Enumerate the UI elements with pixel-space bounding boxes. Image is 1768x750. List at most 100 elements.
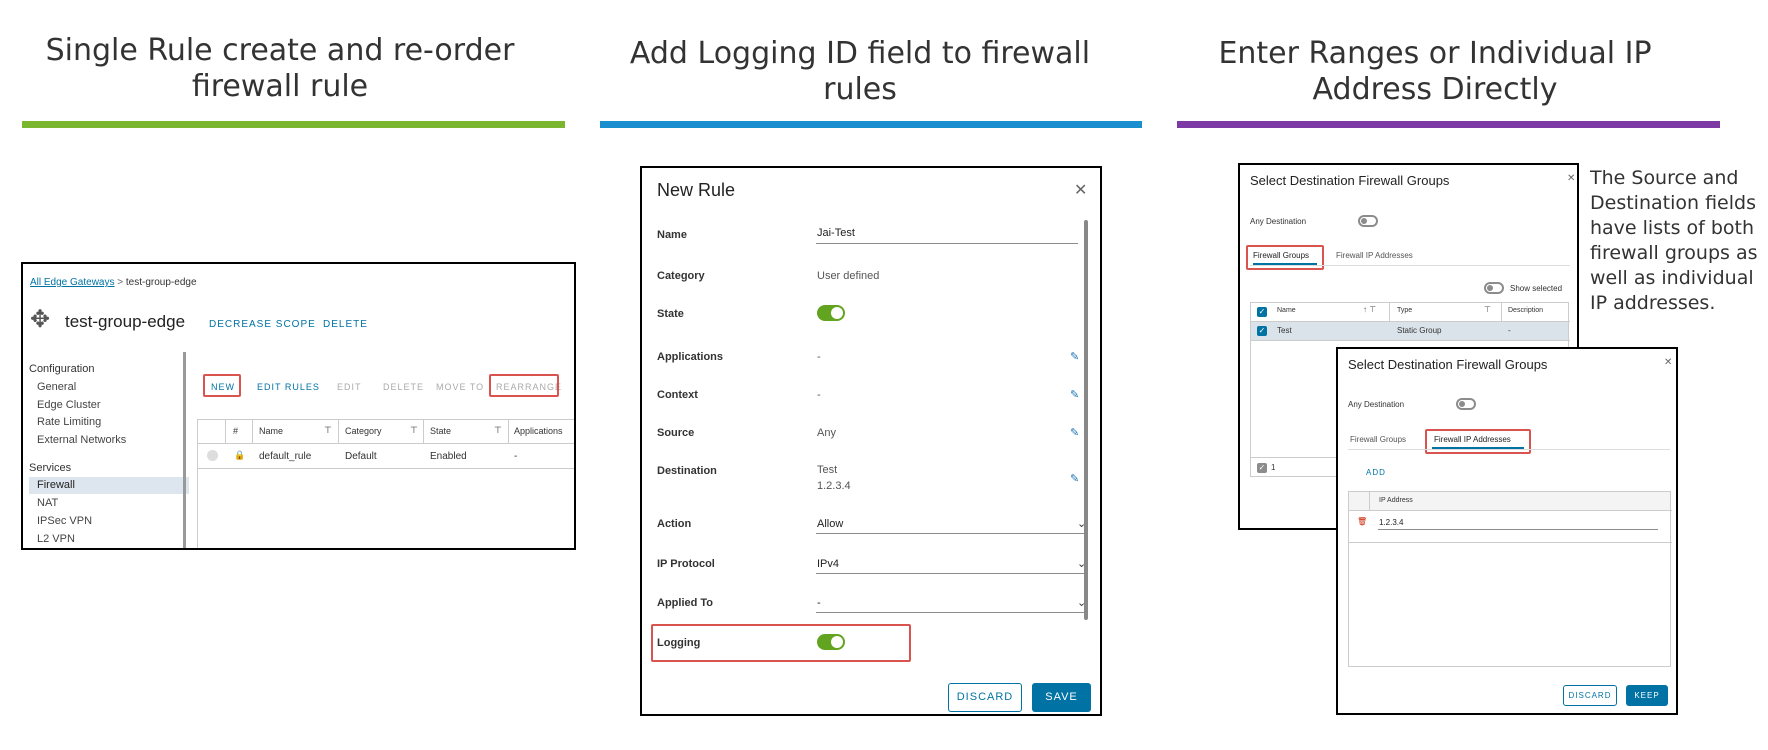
filter-icon[interactable]: ⊤ bbox=[324, 425, 332, 435]
filter-icon[interactable]: ⊤ bbox=[494, 425, 502, 435]
tab-firewall-groups[interactable]: Firewall Groups bbox=[1350, 435, 1407, 444]
add-ip-button[interactable]: ADD bbox=[1366, 468, 1386, 477]
sidebar-item-nat[interactable]: NAT bbox=[37, 497, 59, 509]
applications-label: Applications bbox=[657, 351, 724, 363]
ip-address-input[interactable]: 1.2.3.4 bbox=[1379, 518, 1404, 527]
select-all-checkbox[interactable]: ✓ bbox=[1257, 307, 1267, 317]
close-icon[interactable]: ✕ bbox=[1567, 173, 1576, 184]
column-title-logging: Add Logging ID field to firewall rules bbox=[629, 36, 1091, 107]
firewall-ip-tab-highlight bbox=[1425, 429, 1531, 454]
side-note: The Source and Destination fields have l… bbox=[1590, 167, 1758, 314]
applied-to-select[interactable]: - bbox=[817, 597, 821, 609]
rearrange-button[interactable]: REARRANGE bbox=[496, 382, 563, 392]
dialog-title: Select Destination Firewall Groups bbox=[1250, 173, 1450, 188]
edit-applications-icon[interactable]: ✎ bbox=[1070, 351, 1080, 363]
ip-protocol-select[interactable]: IPv4 bbox=[817, 558, 840, 570]
keep-button[interactable]: KEEP bbox=[1626, 685, 1668, 706]
action-select[interactable]: Allow bbox=[817, 518, 844, 530]
ip-table: IP Address 🗑 1.2.3.4 bbox=[1348, 491, 1672, 667]
chevron-down-icon[interactable]: ⌄ bbox=[1077, 597, 1087, 609]
row-applications: - bbox=[514, 451, 518, 462]
state-label: State bbox=[657, 308, 684, 320]
col-state[interactable]: State bbox=[430, 426, 452, 436]
column-bar-purple bbox=[1177, 121, 1720, 128]
col-name[interactable]: Name bbox=[259, 426, 284, 436]
row-category: Default bbox=[345, 451, 377, 462]
context-value: - bbox=[817, 389, 821, 401]
tab-firewall-ip-addresses[interactable]: Firewall IP Addresses bbox=[1434, 435, 1511, 444]
lock-icon: 🔒 bbox=[234, 450, 246, 460]
col-description[interactable]: Description bbox=[1508, 307, 1544, 314]
action-label: Action bbox=[657, 518, 692, 530]
sidebar-item-rate-limiting[interactable]: Rate Limiting bbox=[37, 416, 102, 428]
tab-firewall-groups[interactable]: Firewall Groups bbox=[1253, 251, 1310, 260]
breadcrumb-link[interactable]: All Edge Gateways bbox=[30, 277, 115, 288]
logging-label: Logging bbox=[657, 637, 701, 649]
decrease-scope-button[interactable]: DECREASE SCOPE bbox=[209, 319, 316, 330]
rules-table: # Name ⊤ Category ⊤ State ⊤ Applications… bbox=[197, 419, 574, 548]
row-radio[interactable] bbox=[207, 450, 218, 461]
any-destination-toggle[interactable] bbox=[1358, 215, 1378, 227]
page-title: test-group-edge bbox=[65, 312, 186, 331]
sidebar-item-edge-cluster[interactable]: Edge Cluster bbox=[37, 399, 101, 411]
dialog-title: New Rule bbox=[657, 180, 736, 200]
tab-firewall-ip-addresses[interactable]: Firewall IP Addresses bbox=[1336, 251, 1413, 260]
column-bar-blue bbox=[600, 121, 1142, 128]
any-destination-toggle[interactable] bbox=[1456, 398, 1476, 410]
discard-button[interactable]: DISCARD bbox=[1563, 685, 1617, 706]
edit-source-icon[interactable]: ✎ bbox=[1070, 427, 1080, 439]
sidebar-item-l2-vpn[interactable]: L2 VPN bbox=[37, 533, 75, 545]
config-heading: Configuration bbox=[29, 363, 95, 375]
sidebar-scrollbar[interactable] bbox=[183, 352, 186, 548]
sidebar-item-firewall-active[interactable] bbox=[29, 477, 189, 494]
ip-protocol-label: IP Protocol bbox=[657, 558, 715, 570]
sidebar-item-firewall[interactable]: Firewall bbox=[37, 479, 75, 491]
edit-context-icon[interactable]: ✎ bbox=[1070, 389, 1080, 401]
col-name[interactable]: Name bbox=[1277, 307, 1296, 314]
destination-ip-dialog: Select Destination Firewall Groups ✕ Any… bbox=[1336, 347, 1678, 715]
sidebar-item-general[interactable]: General bbox=[37, 381, 77, 393]
any-destination-label: Any Destination bbox=[1348, 400, 1405, 409]
applied-to-label: Applied To bbox=[657, 597, 714, 609]
chevron-down-icon[interactable]: ⌄ bbox=[1077, 518, 1087, 530]
col-ip-address: IP Address bbox=[1379, 497, 1413, 504]
edge-gateway-panel: All Edge Gateways > test-group-edge ✥ te… bbox=[21, 262, 576, 550]
close-icon[interactable]: ✕ bbox=[1664, 357, 1673, 368]
destination-groups-dialog: Select Destination Firewall Groups ✕ Any… bbox=[1238, 163, 1579, 530]
sort-filter-icon[interactable]: ↑ ⊤ bbox=[1363, 305, 1377, 314]
trash-icon[interactable]: 🗑 bbox=[1357, 517, 1368, 526]
move-arrows-icon: ✥ bbox=[30, 306, 51, 333]
state-toggle[interactable] bbox=[817, 305, 845, 321]
delete-rule-button[interactable]: DELETE bbox=[383, 382, 425, 392]
dialog-scrollbar[interactable] bbox=[1084, 220, 1088, 620]
new-rule-button[interactable]: NEW bbox=[211, 382, 235, 392]
save-button[interactable]: SAVE bbox=[1032, 683, 1091, 712]
logging-toggle[interactable] bbox=[817, 634, 845, 650]
show-selected-toggle[interactable] bbox=[1484, 282, 1504, 294]
column-title-ip: Enter Ranges or Individual IP Address Di… bbox=[1218, 36, 1652, 107]
source-label: Source bbox=[657, 427, 695, 439]
sidebar-item-external-networks[interactable]: External Networks bbox=[37, 434, 127, 446]
filter-icon[interactable]: ⊤ bbox=[410, 425, 418, 435]
edit-rules-button[interactable]: EDIT RULES bbox=[257, 382, 320, 392]
chevron-down-icon[interactable]: ⌄ bbox=[1077, 558, 1087, 570]
row-name: default_rule bbox=[259, 451, 312, 462]
delete-edge-button[interactable]: DELETE bbox=[323, 319, 368, 330]
sidebar-item-ipsec-vpn[interactable]: IPSec VPN bbox=[37, 515, 93, 527]
ip-header-row bbox=[1349, 492, 1670, 510]
logging-highlight bbox=[651, 624, 911, 662]
col-applications[interactable]: Applications bbox=[514, 426, 563, 436]
move-to-button[interactable]: MOVE TO bbox=[436, 382, 485, 392]
applications-value: - bbox=[817, 351, 821, 363]
col-category[interactable]: Category bbox=[345, 426, 382, 436]
filter-icon[interactable]: ⊤ bbox=[1484, 305, 1491, 314]
row-checkbox[interactable]: ✓ bbox=[1257, 326, 1267, 336]
name-input[interactable]: Jai-Test bbox=[817, 227, 855, 239]
column-bar-green bbox=[22, 121, 565, 128]
discard-button[interactable]: DISCARD bbox=[948, 683, 1022, 712]
col-type[interactable]: Type bbox=[1397, 307, 1413, 314]
edit-destination-icon[interactable]: ✎ bbox=[1070, 473, 1080, 485]
any-destination-label: Any Destination bbox=[1250, 217, 1307, 226]
close-icon[interactable]: ✕ bbox=[1074, 182, 1088, 199]
edit-button[interactable]: EDIT bbox=[337, 382, 362, 392]
